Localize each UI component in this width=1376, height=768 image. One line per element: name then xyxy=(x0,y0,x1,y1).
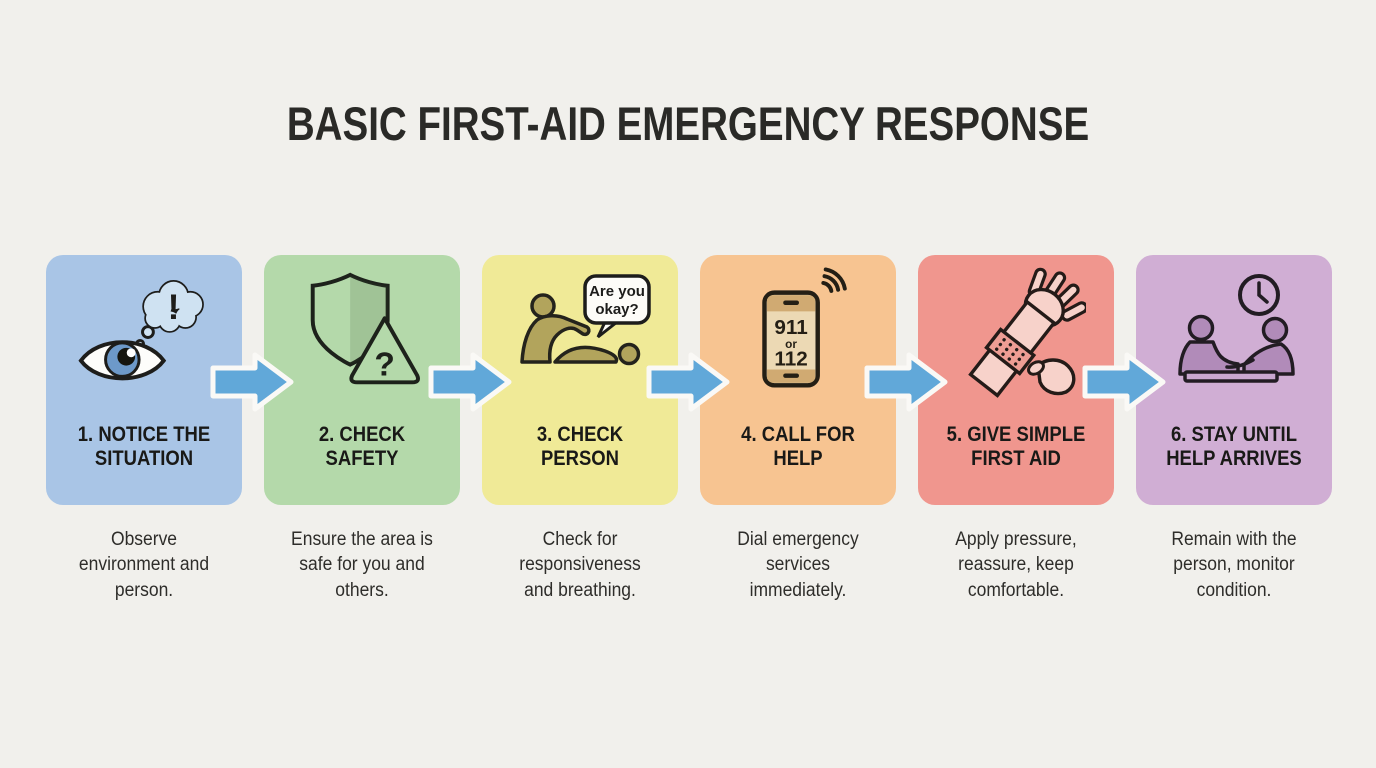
step-title-3: 3. CHECK PERSON xyxy=(536,423,624,471)
step-description-1: Observe environment and person. xyxy=(78,529,210,601)
step-description-4: Dial emergency services immediately. xyxy=(737,529,859,601)
exclamation-glyph: ! xyxy=(168,287,180,327)
step-title-5: 5. GIVE SIMPLE FIRST AID xyxy=(946,423,1086,471)
step-card-3: Are you okay? 3. CHECK PERSON xyxy=(482,255,678,505)
steps-row: ! 1. NOTICE THE SITUATION ? 2. CHECK SAF… xyxy=(46,255,1332,505)
flow-arrow-2 xyxy=(428,352,512,412)
step-card-4: 911 or 112 4. CALL FOR HELP xyxy=(700,255,896,505)
step-card-1: ! 1. NOTICE THE SITUATION xyxy=(46,255,242,505)
step-title-1: 1. NOTICE THE SITUATION xyxy=(77,423,211,471)
phone-number-2: 112 xyxy=(774,348,807,371)
eye-thought-bubble-icon: ! xyxy=(78,280,204,381)
descriptions-row: Observe environment and person. Ensure t… xyxy=(46,527,1332,603)
step-card-6: 6. STAY UNTIL HELP ARRIVES xyxy=(1136,255,1332,505)
step-description-2: Ensure the area is safe for you and othe… xyxy=(291,529,433,601)
step-description-6: Remain with the person, monitor conditio… xyxy=(1171,529,1297,601)
step-description-3: Check for responsiveness and breathing. xyxy=(519,529,641,601)
wrist-pressure-icon xyxy=(968,267,1086,398)
flow-arrow-3 xyxy=(646,352,730,412)
question-glyph: ? xyxy=(374,346,394,383)
step-title-6: 6. STAY UNTIL HELP ARRIVES xyxy=(1166,423,1302,471)
step-title-4: 4. CALL FOR HELP xyxy=(741,423,855,471)
shield-hazard-icon: ? xyxy=(310,272,420,385)
step-card-5: 5. GIVE SIMPLE FIRST AID xyxy=(918,255,1114,505)
page-title: BASIC FIRST-AID EMERGENCY RESPONSE xyxy=(286,97,1090,150)
wait-with-person-icon xyxy=(1178,274,1295,383)
flow-arrow-5 xyxy=(1082,352,1166,412)
step-title-2: 2. CHECK SAFETY xyxy=(318,423,406,471)
speech-line-1: Are you xyxy=(589,283,645,300)
step-description-5: Apply pressure, reassure, keep comfortab… xyxy=(955,529,1077,601)
speech-line-2: okay? xyxy=(595,301,638,318)
flow-arrow-4 xyxy=(864,352,948,412)
step-card-2: ? 2. CHECK SAFETY xyxy=(264,255,460,505)
phone-number-1: 911 xyxy=(774,316,807,339)
responder-check-icon: Are you okay? xyxy=(520,274,651,366)
emergency-phone-icon: 911 or 112 xyxy=(762,267,847,388)
flow-arrow-1 xyxy=(210,352,294,412)
phone-or: or xyxy=(785,337,797,351)
